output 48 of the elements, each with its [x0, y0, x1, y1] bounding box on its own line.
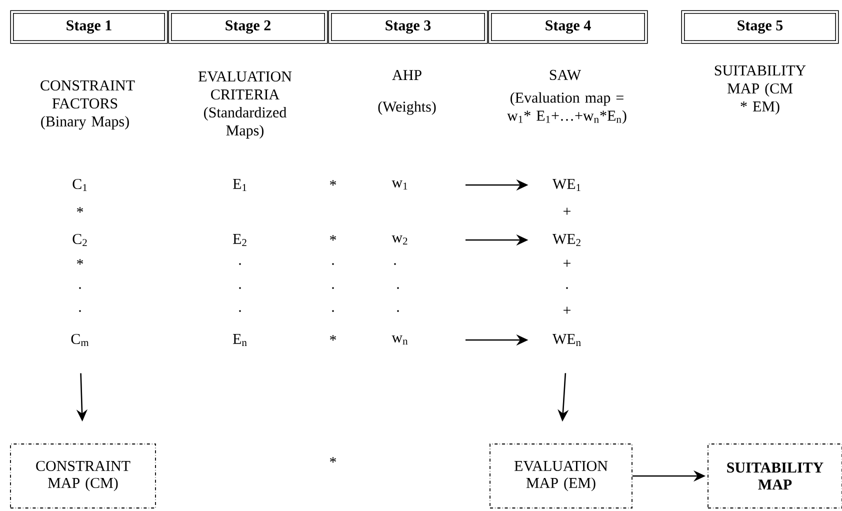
ellipsis-dot: .	[332, 287, 334, 289]
variable-label: w$_{2}$	[392, 235, 408, 245]
ellipsis-dot: .	[394, 263, 396, 265]
stage-box: Stage 4	[488, 10, 648, 44]
column-heading: (Evaluation map = w$_{1}$* E$_{1}$+…+w$_{n}$*E$_{n}$)	[507, 92, 626, 124]
operator-symbol: *	[77, 207, 84, 213]
stage-box: Stage 5	[681, 10, 839, 44]
stage-box: Stage 3	[328, 10, 488, 44]
operator-symbol: *	[330, 457, 336, 463]
variable-label: C$_{m}$	[71, 334, 89, 346]
variable-label: E$_{2}$	[233, 234, 246, 246]
variable-label: E$_{1}$	[233, 179, 246, 191]
ellipsis-dot: .	[239, 287, 241, 289]
ellipsis-dot: .	[397, 287, 399, 289]
ellipsis-dot: .	[332, 310, 334, 312]
variable-label: w$_{1}$	[392, 180, 408, 190]
variable-label: w$_{n}$	[392, 335, 408, 345]
ellipsis-dot: .	[79, 310, 81, 312]
operator-symbol: *	[77, 259, 84, 265]
operator-symbol: +	[564, 208, 570, 215]
operator-symbol: *	[330, 235, 336, 241]
column-heading: EVALUATION CRITERIA (Standardized Maps)	[198, 71, 292, 139]
variable-label: WE$_{n}$	[552, 334, 581, 346]
column-heading: CONSTRAINT FACTORS (Binary Maps)	[40, 80, 135, 130]
variable-label: WE$_{1}$	[552, 179, 580, 191]
ellipsis-dot: .	[566, 287, 568, 289]
ellipsis-dot: .	[332, 263, 334, 265]
variable-label: C$_{1}$	[72, 178, 87, 192]
variable-label: WE$_{2}$	[552, 234, 580, 246]
column-heading: (Weights)	[378, 101, 436, 115]
operator-symbol: +	[564, 260, 570, 267]
ellipsis-dot: .	[79, 287, 81, 289]
ellipsis-dot: .	[397, 310, 399, 312]
column-heading: SUITABILITY MAP (CM * EM)	[714, 65, 806, 115]
map-box: EVALUATION MAP (EM)	[490, 444, 632, 508]
variable-label: E$_{n}$	[233, 334, 247, 346]
column-heading: SAW	[550, 70, 582, 80]
operator-symbol: +	[564, 306, 570, 314]
column-heading: AHP	[392, 70, 422, 80]
map-box: SUITABILITY MAP	[708, 444, 842, 508]
operator-symbol: *	[330, 335, 336, 341]
variable-label: C$_{2}$	[72, 234, 87, 246]
stage-box: Stage 2	[168, 10, 328, 44]
map-box: CONSTRAINT MAP (CM)	[10, 444, 156, 508]
stage-box: Stage 1	[10, 10, 168, 44]
ellipsis-dot: .	[239, 263, 241, 265]
operator-symbol: *	[330, 180, 336, 186]
ellipsis-dot: .	[239, 310, 241, 312]
